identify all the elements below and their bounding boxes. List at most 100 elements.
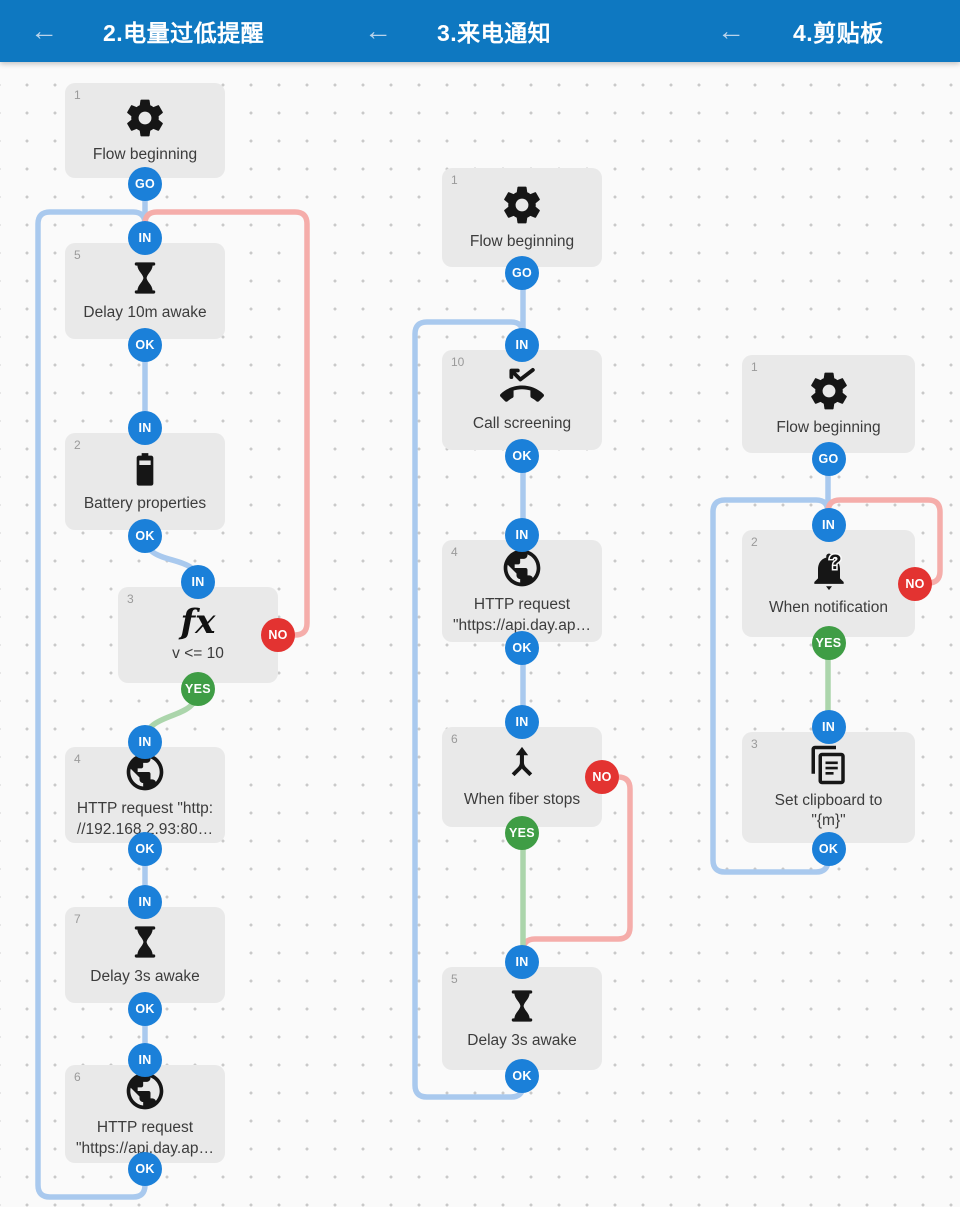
port-yes[interactable]: YES [181, 672, 215, 706]
block-http-request-api[interactable]: 6 HTTP request "https://api.day.ap… IN O… [65, 1043, 225, 1186]
globe-icon [123, 1069, 167, 1113]
port-in[interactable]: IN [128, 411, 162, 445]
bell-question-icon: ? [807, 549, 851, 593]
hourglass-icon [502, 986, 542, 1026]
block-label: v <= 10 [172, 645, 224, 663]
block-label: Flow beginning [469, 232, 575, 250]
clipboard-icon [808, 744, 850, 786]
port-no[interactable]: NO [898, 566, 932, 601]
wire-loop-left [35, 209, 148, 1200]
port-ok[interactable]: OK [128, 832, 162, 866]
wire-no-loop [825, 497, 943, 586]
port-go[interactable]: GO [128, 167, 162, 201]
block-number: 1 [451, 173, 458, 187]
port-in[interactable]: IN [505, 705, 539, 739]
port-in[interactable]: IN [181, 565, 215, 599]
wire-loop-left [710, 497, 831, 875]
port-no[interactable]: NO [261, 618, 295, 652]
app-header: ← 2.电量过低提醒 ← 3.来电通知 ← 4.剪贴板 [0, 0, 960, 62]
port-in[interactable]: IN [128, 221, 162, 255]
block-label: Flow beginning [776, 419, 881, 437]
gear-icon [500, 183, 544, 227]
port-yes[interactable]: YES [811, 626, 846, 660]
block-label: Call screening [472, 415, 572, 433]
svg-text:?: ? [828, 551, 841, 574]
block-delay-3s[interactable]: 7 Delay 3s awake IN OK [65, 885, 225, 1026]
block-number: 3 [127, 592, 134, 606]
page-title-flow-3: 4.剪贴板 [793, 20, 884, 46]
back-arrow-icon[interactable]: ← [30, 15, 58, 46]
call-screening-icon [500, 365, 544, 409]
port-yes[interactable]: YES [505, 816, 539, 850]
port-in[interactable]: IN [811, 508, 846, 542]
block-label: When notification [769, 598, 888, 616]
block-number: 5 [74, 248, 81, 262]
port-go[interactable]: GO [811, 442, 846, 476]
block-number: 6 [451, 732, 458, 746]
port-ok[interactable]: OK [128, 519, 162, 553]
block-label: Delay 3s awake [467, 1031, 577, 1049]
back-arrow-icon[interactable]: ← [364, 15, 392, 46]
block-flow-beginning[interactable]: 1 Flow beginning GO [65, 83, 225, 201]
block-number: 6 [74, 1070, 81, 1084]
port-in[interactable]: IN [128, 1043, 162, 1077]
gear-icon [807, 369, 851, 413]
port-in[interactable]: IN [505, 518, 539, 552]
block-label: Delay 10m awake [83, 304, 207, 322]
block-http-request-api[interactable]: 4 HTTP request "https://api.day.ap… IN O… [442, 518, 602, 665]
port-ok[interactable]: OK [505, 1059, 539, 1093]
port-in[interactable]: IN [128, 885, 162, 919]
port-ok[interactable]: OK [811, 832, 846, 866]
block-number: 1 [751, 360, 758, 374]
block-delay-10m[interactable]: 5 Delay 10m awake IN OK [65, 221, 225, 362]
block-number: 2 [74, 438, 81, 452]
block-number: 4 [451, 545, 458, 559]
back-arrow-icon[interactable]: ← [717, 15, 745, 46]
merge-icon [501, 743, 543, 785]
gear-icon [123, 96, 167, 140]
block-when-fiber-stops[interactable]: 6 When fiber stops IN NO YES [442, 705, 619, 850]
block-number: 1 [74, 88, 81, 102]
page-title-flow-1: 2.电量过低提醒 [103, 20, 265, 46]
port-in[interactable]: IN [505, 328, 539, 362]
port-ok[interactable]: OK [128, 328, 162, 362]
block-battery-properties[interactable]: 2 Battery properties IN OK [65, 411, 225, 553]
port-ok[interactable]: OK [128, 1152, 162, 1186]
block-number: 3 [751, 737, 758, 751]
block-label: HTTP request "https://api.day.ap… [453, 596, 591, 634]
block-number: 4 [74, 752, 81, 766]
block-number: 2 [751, 535, 758, 549]
block-label: Delay 3s awake [90, 968, 200, 986]
port-in[interactable]: IN [811, 710, 846, 744]
port-ok[interactable]: OK [505, 439, 539, 473]
block-label: HTTP request "http: //192.168.2.93:80… [76, 800, 214, 838]
wire-no-loop [142, 209, 310, 638]
flow-canvas[interactable]: 1 Flow beginning GO 5 Delay 10m awake IN… [0, 62, 960, 1207]
block-number: 7 [74, 912, 81, 926]
battery-icon [125, 449, 165, 489]
block-flow-beginning[interactable]: 1 Flow beginning GO [742, 355, 915, 476]
port-no[interactable]: NO [585, 760, 619, 794]
block-label: Battery properties [83, 494, 207, 512]
port-ok[interactable]: OK [505, 631, 539, 665]
block-label: Flow beginning [92, 145, 198, 163]
block-number: 5 [451, 972, 458, 986]
block-call-screening[interactable]: 10 Call screening IN OK [442, 328, 602, 473]
wire-loop-left [412, 319, 526, 1100]
block-expression-true[interactable]: 3 fx v <= 10 IN NO YES [118, 565, 295, 706]
function-icon: fx [180, 602, 216, 643]
block-set-clipboard[interactable]: 3 Set clipboard to "{m}" IN OK [742, 710, 915, 866]
block-when-notification[interactable]: 2 ? When notification IN NO YES [742, 508, 932, 660]
hourglass-icon [125, 258, 165, 298]
hourglass-icon [125, 922, 165, 962]
block-flow-beginning[interactable]: 1 Flow beginning GO [442, 168, 602, 290]
port-in[interactable]: IN [505, 945, 539, 979]
block-label: When fiber stops [463, 791, 581, 809]
port-ok[interactable]: OK [128, 992, 162, 1026]
port-in[interactable]: IN [128, 725, 162, 759]
globe-icon [500, 546, 544, 590]
block-http-request-local[interactable]: 4 HTTP request "http: //192.168.2.93:80…… [65, 725, 225, 866]
port-go[interactable]: GO [505, 256, 539, 290]
block-label: HTTP request "https://api.day.ap… [76, 1119, 214, 1157]
block-delay-3s[interactable]: 5 Delay 3s awake IN OK [442, 945, 602, 1093]
